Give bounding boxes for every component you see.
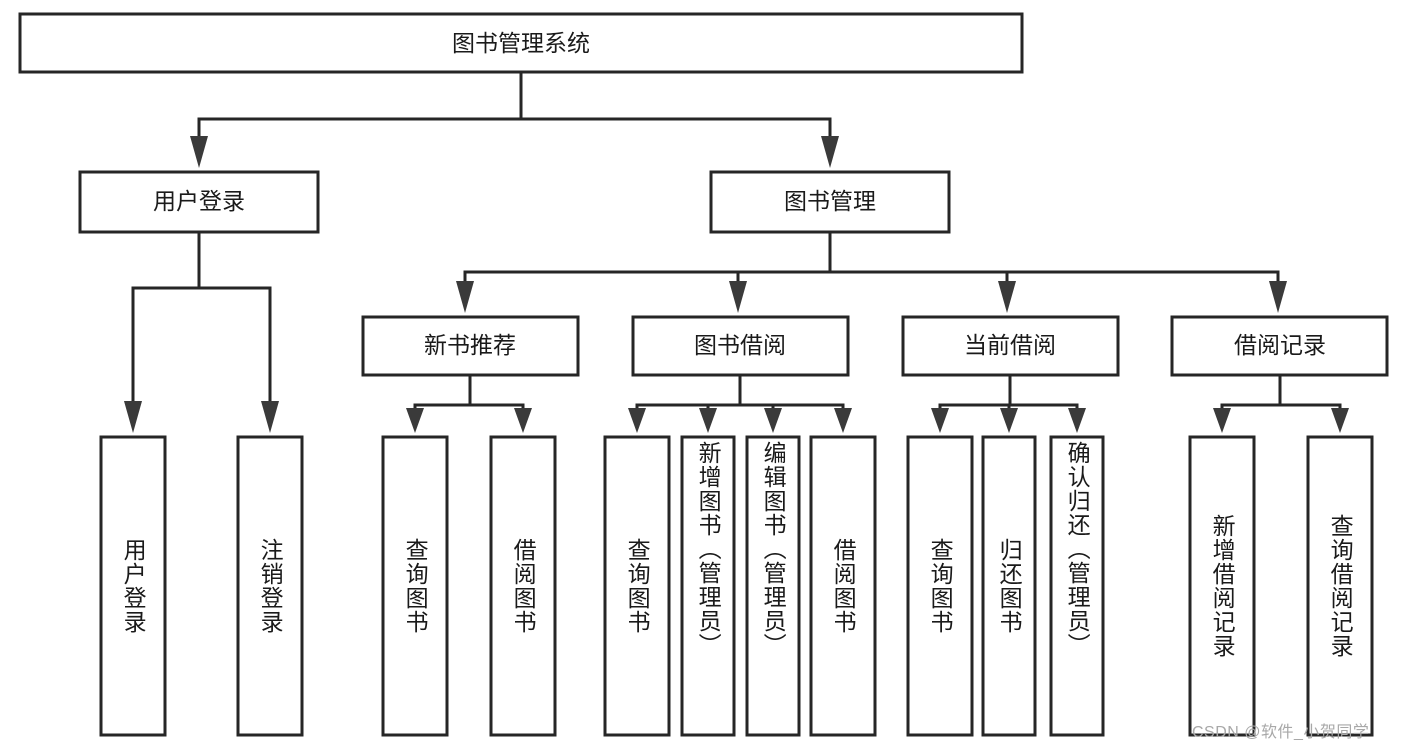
leaf-rect-query-book-3[interactable] (906, 435, 974, 737)
arrowhead-records (1269, 281, 1287, 313)
arrowhead-leaf-8 (834, 408, 852, 433)
arrowhead-newbook (456, 281, 474, 313)
node-book-management-rect[interactable] (709, 170, 951, 234)
arrowhead-leaf-7 (764, 408, 782, 433)
connector-group-userlogin-to-leaves (124, 230, 279, 433)
node-book-management[interactable]: 图书管理 (709, 170, 951, 234)
arrowhead-leaf-6 (699, 408, 717, 433)
leaf-rect-query-book-1[interactable] (381, 435, 449, 737)
arrowhead-leaf-13 (1331, 408, 1349, 433)
node-current-borrow-label: 当前借阅 (964, 332, 1056, 358)
arrowhead-borrow (729, 281, 747, 313)
arrowhead-leaf-4 (514, 408, 532, 433)
arrowhead-user-login (190, 136, 208, 168)
node-borrow-records[interactable]: 借阅记录 (1170, 315, 1389, 377)
arrowhead-leaf-10 (1000, 408, 1018, 433)
arrowhead-leaf-11 (1068, 408, 1086, 433)
arrowhead-leaf-2 (261, 401, 279, 433)
node-user-login-label: 用户登录 (153, 188, 245, 214)
node-root-rect[interactable] (18, 12, 1024, 74)
connector-group-current-to-leaves (931, 373, 1086, 433)
arrowhead-leaf-1 (124, 401, 142, 433)
node-current-borrow[interactable]: 当前借阅 (901, 315, 1120, 377)
leaf-rect-borrow-book-2[interactable] (809, 435, 877, 737)
node-book-management-label: 图书管理 (784, 188, 876, 214)
leaf-rect-query-book-2[interactable] (603, 435, 671, 737)
watermark-text: CSDN @软件_小贺同学 (1192, 724, 1370, 741)
arrowhead-leaf-12 (1213, 408, 1231, 433)
node-borrow-records-rect[interactable] (1170, 315, 1389, 377)
node-new-book-recommend-label: 新书推荐 (424, 332, 516, 358)
node-book-borrow-label: 图书借阅 (694, 332, 786, 358)
leaf-rect-user-login[interactable] (99, 435, 167, 737)
arrowhead-leaf-5 (628, 408, 646, 433)
node-user-login[interactable]: 用户登录 (78, 170, 320, 234)
arrowhead-leaf-9 (931, 408, 949, 433)
connector-group-root-to-level2 (190, 70, 839, 168)
connector-group-newbook-to-leaves (406, 373, 532, 433)
leaf-rect-group (99, 435, 1374, 737)
connector-group-bookmgmt-to-level3 (456, 230, 1287, 313)
arrowhead-book-mgmt (821, 136, 839, 168)
leaf-rect-add-book-admin[interactable] (680, 435, 736, 737)
leaf-rect-confirm-return-admin[interactable] (1049, 435, 1105, 737)
arrowhead-current (998, 281, 1016, 313)
node-new-book-recommend[interactable]: 新书推荐 (361, 315, 580, 377)
leaf-rect-return-book[interactable] (981, 435, 1037, 737)
connector-group-borrow-to-leaves (628, 373, 852, 433)
node-user-login-rect[interactable] (78, 170, 320, 234)
leaf-rect-add-record[interactable] (1188, 435, 1256, 737)
leaf-rect-logout[interactable] (236, 435, 304, 737)
leaf-rect-edit-book-admin[interactable] (745, 435, 801, 737)
node-root-label: 图书管理系统 (452, 30, 590, 56)
arrowhead-leaf-3 (406, 408, 424, 433)
node-book-borrow-rect[interactable] (631, 315, 850, 377)
leaf-rect-borrow-book-1[interactable] (489, 435, 557, 737)
connector-group-records-to-leaves (1213, 373, 1349, 433)
node-borrow-records-label: 借阅记录 (1234, 332, 1326, 358)
leaf-rect-query-record[interactable] (1306, 435, 1374, 737)
node-new-book-recommend-rect[interactable] (361, 315, 580, 377)
node-book-borrow[interactable]: 图书借阅 (631, 315, 850, 377)
node-current-borrow-rect[interactable] (901, 315, 1120, 377)
node-root[interactable]: 图书管理系统 (18, 12, 1024, 74)
